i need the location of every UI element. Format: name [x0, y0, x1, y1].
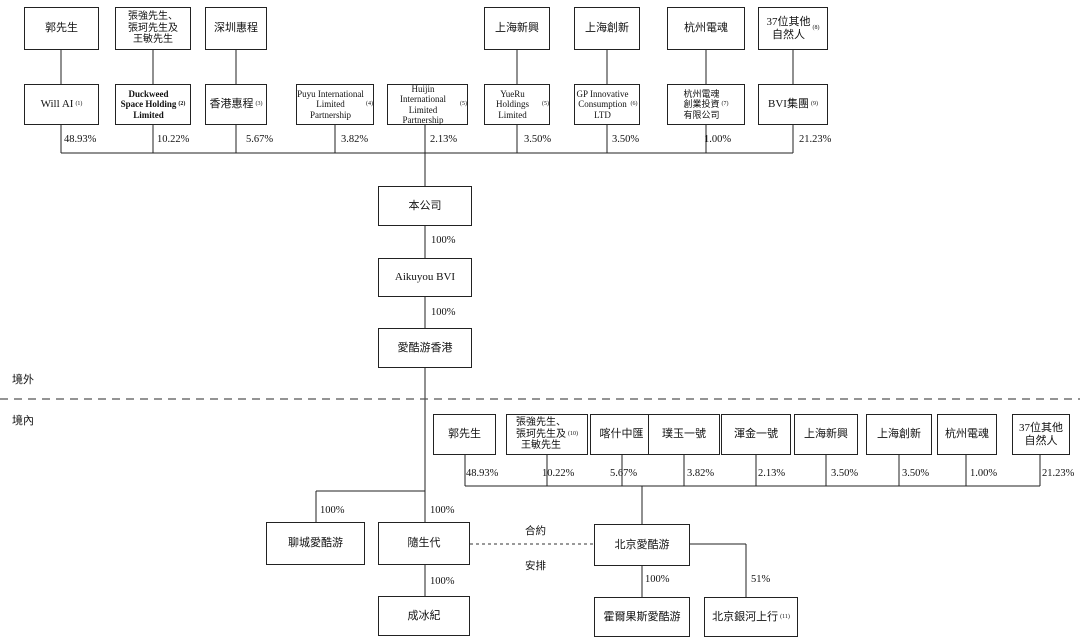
pct-onshore-hangzhou: 1.00% — [970, 468, 998, 479]
pct-will-ai: 48.93% — [64, 134, 97, 145]
chengbingji-box: 成冰紀 — [378, 596, 470, 636]
holdco-yueru: YueRu Holdings Limited(5) — [484, 84, 550, 125]
holdco-puyu: Puyu International Limited Partnership(4… — [296, 84, 374, 125]
pct-yinhe: 51% — [751, 574, 771, 585]
company-box: 本公司 — [378, 186, 472, 226]
pct-onshore-shanghai-xinxing: 3.50% — [831, 468, 859, 479]
pct-duckweed: 10.22% — [157, 134, 190, 145]
onshore-owner-puyu1: 璞玉一號 — [648, 414, 720, 455]
holdco-will-ai: Will AI(1) — [24, 84, 99, 125]
pct-onshore-kashi: 5.67% — [610, 468, 638, 479]
onshore-label: 境內 — [12, 415, 34, 427]
owner-guo: 郭先生 — [24, 7, 99, 50]
offshore-label: 境外 — [12, 374, 34, 386]
beijing-aikuyou-box: 北京愛酷游 — [594, 524, 690, 566]
pct-bvi-to-hk: 100% — [431, 307, 456, 318]
pct-company-to-bvi: 100% — [431, 235, 456, 246]
owner-zhang-group: 張強先生、 張珂先生及 王敏先生 — [115, 7, 191, 50]
onshore-owner-shanghai-xinxing: 上海新興 — [794, 414, 858, 455]
pct-hangzhou-venture: 1.00% — [704, 134, 732, 145]
holdco-bvi-group: BVI集團(9) — [758, 84, 828, 125]
pct-puyu: 3.82% — [341, 134, 369, 145]
pct-yueru: 3.50% — [524, 134, 552, 145]
pct-onshore-puyu1: 3.82% — [687, 468, 715, 479]
owner-hangzhou-dianhun: 杭州電魂 — [667, 7, 745, 50]
onshore-owner-kashi: 喀什中匯 — [590, 414, 653, 455]
pct-suishengdai: 100% — [430, 505, 455, 516]
owner-shanghai-chuangxin: 上海創新 — [574, 7, 640, 50]
suishengdai-box: 隨生代 — [378, 522, 470, 565]
contract-label-bottom: 安排 — [525, 561, 546, 572]
pct-hk-huicheng: 5.67% — [246, 134, 274, 145]
holdco-duckweed: Duckweed Space Holding Limited(2) — [115, 84, 191, 125]
horgos-aikuyou-box: 霍爾果斯愛酷游 — [594, 597, 690, 637]
onshore-owner-hangzhou: 杭州電魂 — [937, 414, 997, 455]
owner-37-others: 37位其他 自然人(8) — [758, 7, 828, 50]
beijing-yinhe-box: 北京銀河上行(11) — [704, 597, 798, 637]
onshore-owner-37-others: 37位其他 自然人 — [1012, 414, 1070, 455]
pct-onshore-37-others: 21.23% — [1042, 468, 1075, 479]
holdco-huijin: Huijin International Limited Partnership… — [387, 84, 468, 125]
pct-onshore-guo: 48.93% — [466, 468, 499, 479]
pct-onshore-hunjin1: 2.13% — [758, 468, 786, 479]
owner-shanghai-xinxing: 上海新興 — [484, 7, 550, 50]
onshore-owner-zhang-group: 張強先生、 張珂先生及 王敏先生(10) — [506, 414, 588, 455]
aikuyou-bvi-box: Aikuyou BVI — [378, 258, 472, 297]
onshore-owner-shanghai-chuangxin: 上海創新 — [866, 414, 932, 455]
aikuyou-hk-box: 愛酷游香港 — [378, 328, 472, 368]
pct-liaocheng: 100% — [320, 505, 345, 516]
contract-label-top: 合約 — [525, 526, 546, 537]
liaocheng-aikuyou-box: 聊城愛酷游 — [266, 522, 365, 565]
pct-chengbingji: 100% — [430, 576, 455, 587]
owner-shenzhen-huicheng: 深圳惠程 — [205, 7, 267, 50]
holdco-hk-huicheng: 香港惠程(3) — [205, 84, 267, 125]
pct-huijin: 2.13% — [430, 134, 458, 145]
holdco-gp-innovative: GP Innovative Consumption LTD(6) — [574, 84, 640, 125]
holdco-hangzhou-venture: 杭州電魂 創業投資 有限公司(7) — [667, 84, 745, 125]
pct-onshore-shanghai-chuangxin: 3.50% — [902, 468, 930, 479]
pct-onshore-zhang: 10.22% — [542, 468, 575, 479]
pct-bvi-group: 21.23% — [799, 134, 832, 145]
onshore-owner-hunjin1: 渾金一號 — [721, 414, 791, 455]
onshore-owner-guo: 郭先生 — [433, 414, 496, 455]
pct-gp: 3.50% — [612, 134, 640, 145]
pct-horgos: 100% — [645, 574, 670, 585]
